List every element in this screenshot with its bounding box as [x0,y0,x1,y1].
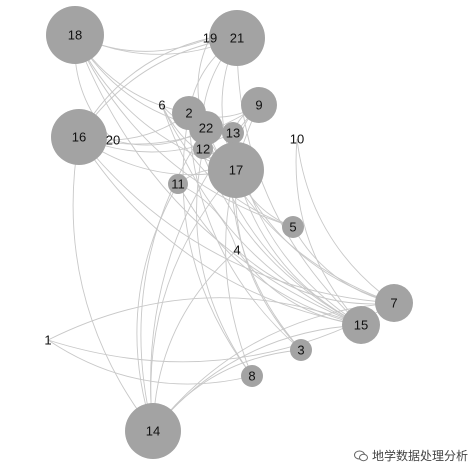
node-label-10: 10 [290,132,304,147]
node-label-13: 13 [226,126,240,141]
node-circle-17 [208,142,264,198]
edge-layer [47,34,395,432]
edge-15-1 [47,297,362,341]
watermark-text: 地学数据处理分析 [371,449,468,463]
wechat-icon [353,450,368,461]
node-7: 7 [375,284,413,322]
node-1: 1 [44,333,51,348]
node-label-18: 18 [68,28,82,43]
node-label-2: 2 [185,106,192,121]
node-label-16: 16 [72,130,86,145]
node-circle-14 [125,403,181,459]
edge-9-8 [225,104,260,377]
node-circle-16 [51,109,107,165]
node-11: 11 [168,174,188,194]
node-circle-13 [222,122,244,144]
node-22: 22 [189,111,223,145]
edge-2-8 [182,112,253,377]
node-20: 20 [106,133,120,148]
edge-4-15 [236,249,362,326]
node-3: 3 [290,339,312,361]
node-label-14: 14 [146,424,160,439]
node-label-12: 12 [196,142,210,157]
node-circle-7 [375,284,413,322]
edge-1-8 [47,339,253,385]
edge-17-14 [150,169,237,432]
node-16: 16 [51,109,107,165]
node-label-22: 22 [199,121,213,136]
node-label-20: 20 [106,133,120,148]
node-10: 10 [290,132,304,147]
edge-16-15 [78,136,362,326]
edge-11-14 [136,183,179,432]
node-circle-5 [282,216,304,238]
node-circle-18 [46,6,104,64]
edge-10-7 [296,138,395,304]
node-9: 9 [241,87,277,123]
node-label-9: 9 [255,98,262,113]
node-12: 12 [193,139,213,159]
node-8: 8 [241,365,263,387]
node-5: 5 [282,216,304,238]
node-label-1: 1 [44,333,51,348]
node-13: 13 [222,122,244,144]
edge-10-15 [295,138,362,326]
edge-2-3 [188,112,302,351]
node-circle-11 [168,174,188,194]
edge-22-14 [140,127,207,432]
node-4: 4 [233,243,240,258]
node-label-7: 7 [390,296,397,311]
node-18: 18 [46,6,104,64]
node-label-5: 5 [289,220,296,235]
node-21: 21 [209,10,265,66]
node-circle-9 [241,87,277,123]
node-circle-3 [290,339,312,361]
node-label-4: 4 [233,243,240,258]
edge-18-5 [74,34,294,228]
node-label-17: 17 [229,163,243,178]
edge-11-15 [177,183,362,326]
node-label-8: 8 [248,369,255,384]
edge-16-14 [72,136,154,432]
node-15: 15 [342,306,380,344]
edge-12-8 [196,148,253,377]
node-6: 6 [158,98,165,113]
node-circle-22 [189,111,223,145]
node-19: 19 [203,31,217,46]
node-label-6: 6 [158,98,165,113]
node-label-15: 15 [354,318,368,333]
edge-6-15 [161,104,362,326]
node-circle-12 [193,139,213,159]
node-label-19: 19 [203,31,217,46]
edge-18-15 [74,34,362,326]
node-circle-21 [209,10,265,66]
node-label-21: 21 [230,31,244,46]
node-label-11: 11 [171,177,185,192]
node-circle-8 [241,365,263,387]
node-circle-15 [342,306,380,344]
edge-17-7 [235,169,395,304]
node-17: 17 [208,142,264,198]
edge-4-7 [236,249,395,305]
edge-16-7 [78,136,395,304]
edge-21-15 [236,37,362,326]
watermark: 地学数据处理分析 [353,447,468,464]
node-label-3: 3 [297,343,304,358]
node-14: 14 [125,403,181,459]
